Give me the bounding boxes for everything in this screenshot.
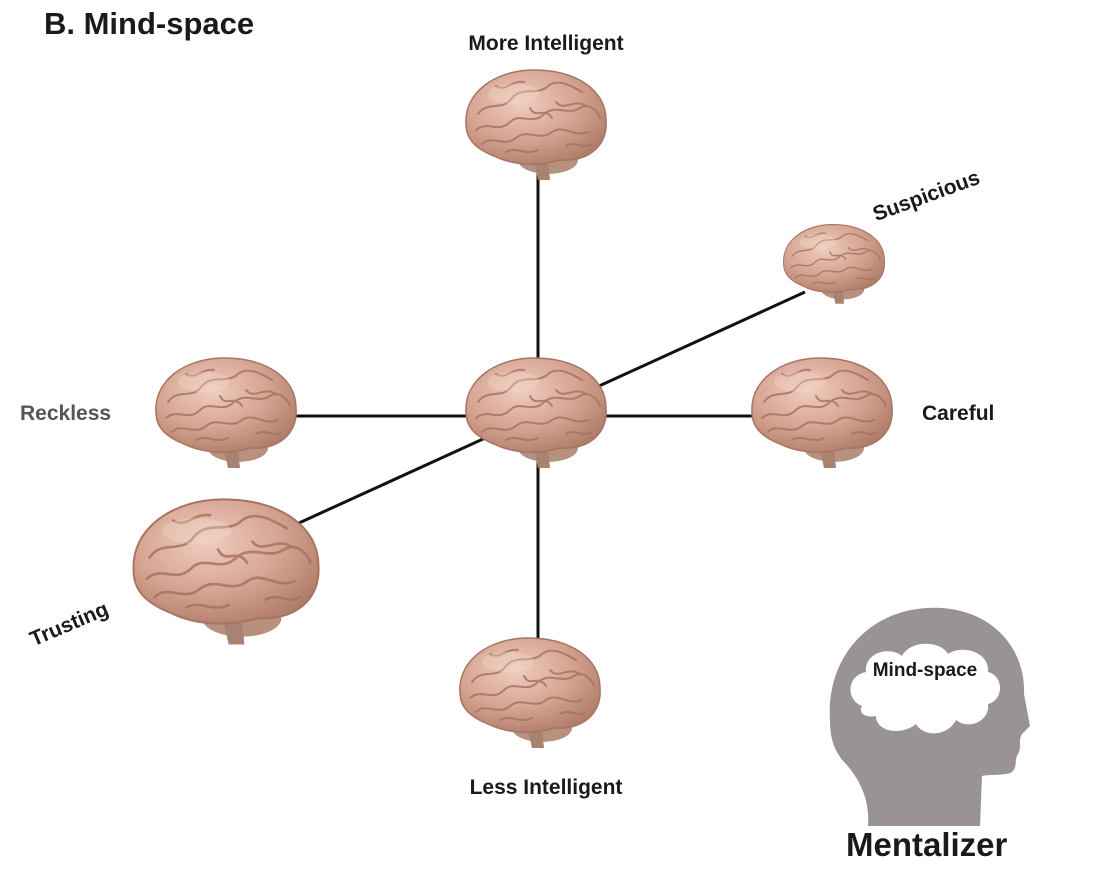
brain-icon <box>154 357 298 469</box>
panel-title: B. Mind-space <box>44 6 255 41</box>
brain-icon <box>458 637 602 749</box>
axis-label-more-intelligent: More Intelligent <box>468 32 624 55</box>
brain-icon <box>464 357 608 469</box>
brain-icon <box>750 357 894 469</box>
head-silhouette-icon <box>829 607 1030 826</box>
axis-label-careful: Careful <box>922 402 995 425</box>
brain-icon <box>464 69 608 181</box>
brain-icon <box>782 223 886 305</box>
axis-label-less-intelligent: Less Intelligent <box>469 776 623 799</box>
brain-icon <box>132 498 320 646</box>
mentalizer-caption: Mentalizer <box>846 826 1008 863</box>
axis-label-reckless: Reckless <box>20 402 112 425</box>
mentalizer-inner-label: Mind-space <box>872 660 978 681</box>
